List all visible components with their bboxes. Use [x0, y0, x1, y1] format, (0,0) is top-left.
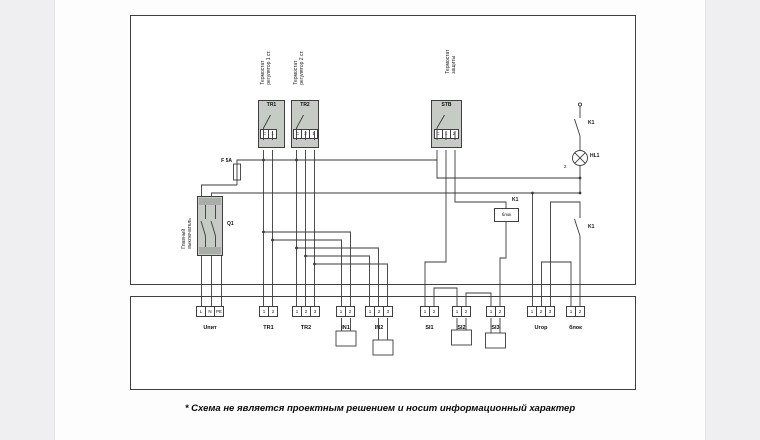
lamp-pin-number: 2 — [564, 164, 567, 169]
terminal-cell: 3 — [545, 306, 555, 317]
terminal-cell: 2 — [429, 306, 439, 317]
main-switch-block-q1 — [197, 196, 223, 256]
caption-stb: Термостат защиты — [445, 49, 457, 74]
terminal-cell: 2 — [345, 306, 355, 317]
pin-cell: 1 — [309, 129, 318, 139]
terminal-cell: 2 — [495, 306, 505, 317]
block-title-stb: STB — [441, 102, 452, 108]
terminal-group-label: IN1 — [341, 325, 350, 331]
terminal-cell: 3 — [310, 306, 320, 317]
terminal-cell: PE — [214, 306, 224, 317]
terminal-group-label: SI1 — [425, 325, 434, 331]
terminal-group-label: IN2 — [374, 325, 384, 331]
hl1-label: HL1 — [590, 153, 600, 159]
k1-contact-bottom-label: K1 — [588, 224, 595, 230]
pin-cell: 2 — [449, 129, 459, 139]
terminal-cell: 3 — [383, 306, 393, 317]
terminal-cell: 2 — [575, 306, 585, 317]
terminal-group-label: SI3 — [491, 325, 500, 331]
k1-coil-box: блок — [494, 208, 519, 222]
switch-terminal-pad — [199, 247, 221, 254]
switch-terminal-pad — [199, 198, 221, 205]
terminal-group-label: TR2 — [300, 325, 312, 331]
caption-tr2: Термостат регулятор 2 ст. — [293, 50, 305, 85]
terminal-group-label: TR1 — [263, 325, 274, 331]
disclaimer-note: * Схема не является проектным решением и… — [184, 403, 576, 414]
caption-q1: Главный выключатель — [181, 218, 193, 249]
terminal-cell: 2 — [268, 306, 278, 317]
block-title-tr1: TR1 — [266, 102, 277, 108]
k1-contact-top-label: K1 — [588, 120, 595, 126]
q1-label: Q1 — [227, 221, 234, 227]
caption-tr1: Термостат регулятор 1 ст. — [260, 50, 272, 85]
block-title-tr2: TR2 — [300, 102, 310, 108]
terminal-group-label: Uпит — [203, 325, 217, 331]
terminal-group-label: блок — [569, 325, 582, 331]
terminal-group-label: Uгор — [534, 325, 548, 331]
k1-coil-label: K1 — [512, 197, 519, 203]
terminal-cell: 2 — [461, 306, 471, 317]
pin-cell: 1 — [268, 129, 277, 139]
terminal-group-label: SI2 — [457, 325, 466, 331]
fuse-label: F 5A — [221, 158, 232, 164]
